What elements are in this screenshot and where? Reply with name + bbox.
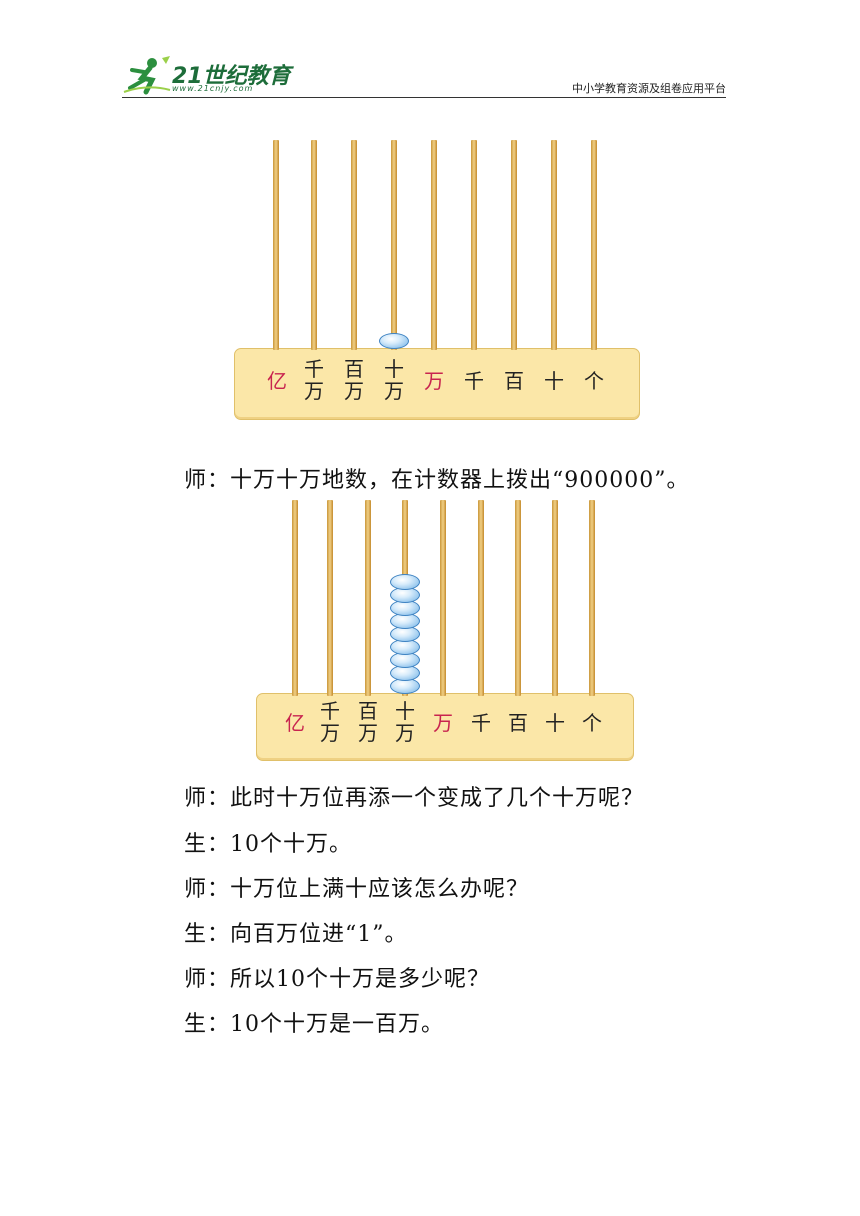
rod-qian [478,500,484,696]
rod-shi-wan [391,140,397,350]
label-qian-wan: 千万 [320,699,340,745]
rod-bai-wan [365,500,371,696]
label-bai-wan: 百万 [358,699,378,745]
dialogue-line-2: 师：此时十万位再添一个变成了几个十万呢？ [184,786,645,811]
rod-yi [273,140,279,350]
label-wan: 万 [424,369,444,393]
dialogue-line-6: 师：所以10个十万是多少呢？ [184,967,490,992]
label-shi: 十 [545,711,565,735]
abacus-1: 亿 千万 百万 十万 万 千 百 十 个 [234,140,640,422]
bead [379,333,409,349]
rod-wan [440,500,446,696]
label-qian: 千 [464,369,484,393]
label-shi-wan: 十万 [384,357,404,403]
label-shi: 十 [544,369,564,393]
rod-ge [589,500,595,696]
label-ge: 个 [584,369,604,393]
label-yi: 亿 [267,369,287,393]
label-wan: 万 [433,711,453,735]
label-bai: 百 [504,369,524,393]
rod-shi [552,500,558,696]
rod-bai [511,140,517,350]
dialogue-line-7: 生：10个十万是一百万。 [184,1012,444,1037]
label-bai-wan: 百万 [344,357,364,403]
rod-bai-wan [351,140,357,350]
label-ge: 个 [582,711,602,735]
abacus-2: 亿 千万 百万 十万 万 千 百 十 个 [256,500,636,764]
header-divider [122,97,726,98]
rod-ge [591,140,597,350]
rod-wan [431,140,437,350]
rod-qian [471,140,477,350]
rod-yi [292,500,298,696]
rod-qian-wan [311,140,317,350]
rod-bai [515,500,521,696]
abacus-base [234,348,640,420]
page-header: 21世纪教育 www.21cnjy.com 中小学教育资源及组卷应用平台 [122,52,726,100]
label-qian: 千 [471,711,491,735]
abacus-base [256,693,634,761]
dialogue-line-1: 师：十万十万地数，在计数器上拨出“900000”。 [184,468,690,493]
bead [390,574,420,590]
brand-name: 21世纪教育 [172,64,291,89]
dialogue-line-3: 生：10个十万。 [184,832,352,857]
label-yi: 亿 [285,711,305,735]
header-right-text: 中小学教育资源及组卷应用平台 [572,82,726,95]
brand-url: www.21cnjy.com [172,84,254,93]
rod-shi [551,140,557,350]
label-bai: 百 [508,711,528,735]
label-qian-wan: 千万 [304,357,324,403]
dialogue-line-4: 师：十万位上满十应该怎么办呢？ [184,877,530,902]
logo: 21世纪教育 www.21cnjy.com [122,54,292,98]
dialogue-line-5: 生：向百万位进“1”。 [184,922,408,947]
runner-logo-icon [123,56,171,95]
label-shi-wan: 十万 [395,699,415,745]
rod-qian-wan [327,500,333,696]
